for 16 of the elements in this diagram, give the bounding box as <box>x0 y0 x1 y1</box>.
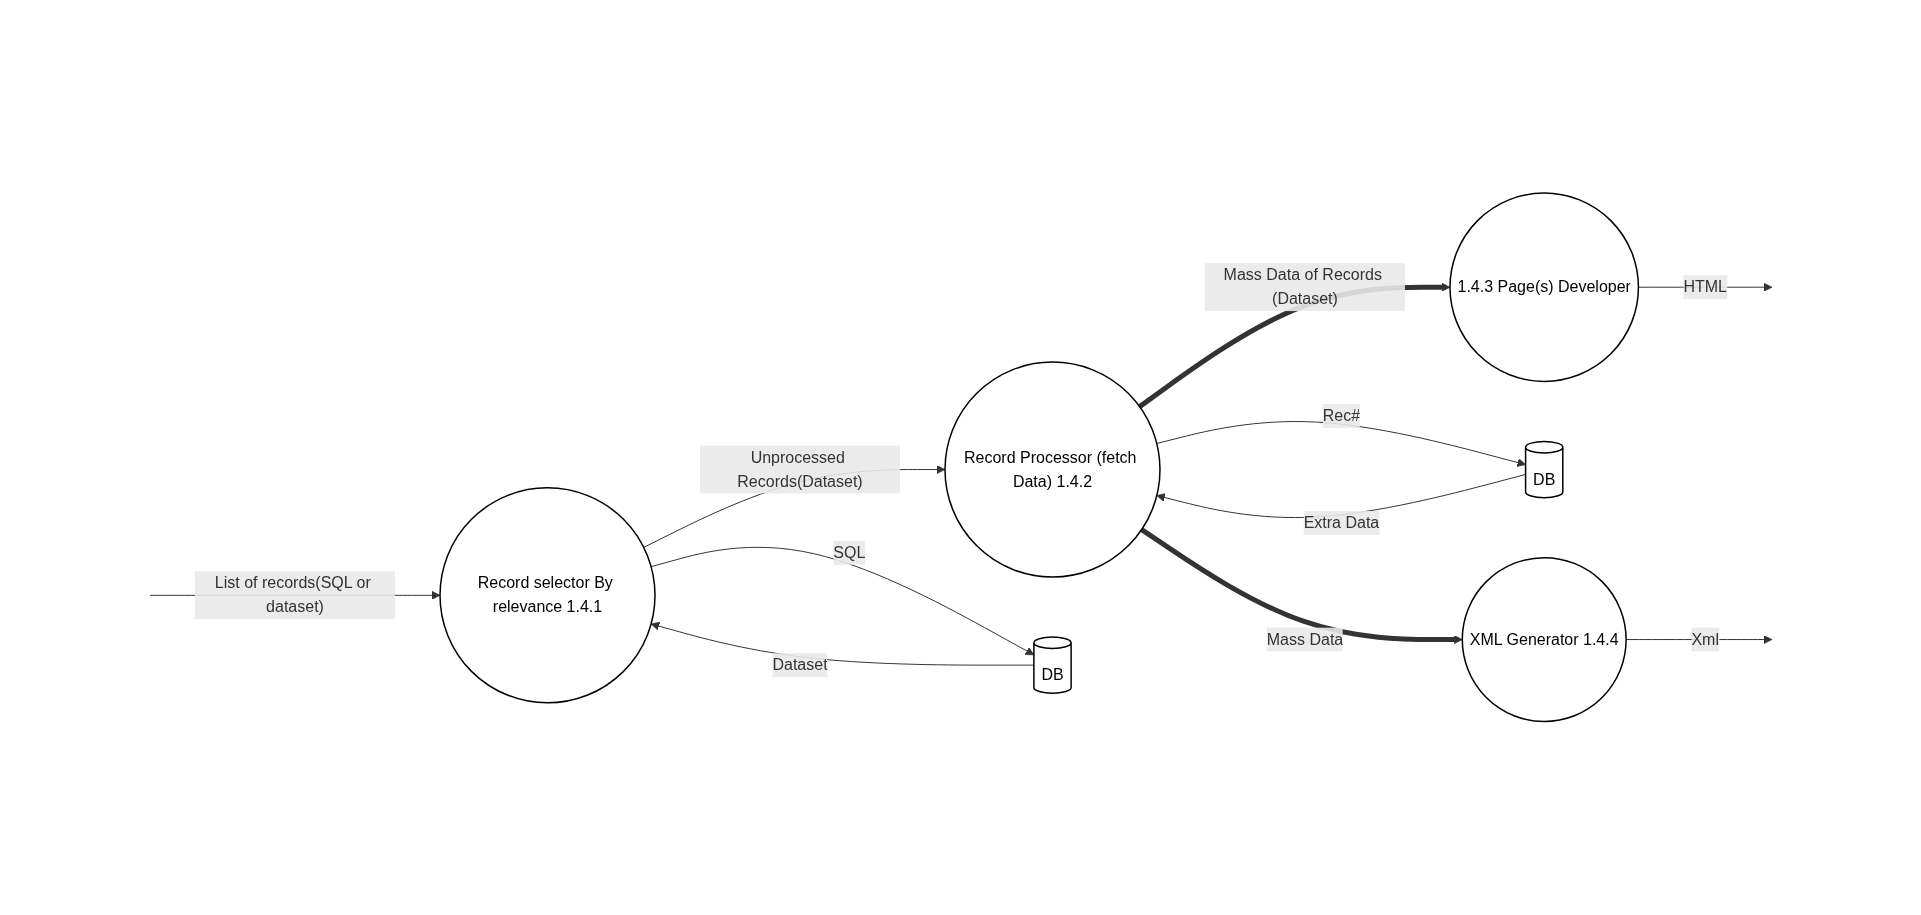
edge-label: Mass Data <box>1266 630 1343 648</box>
edge-label: Extra Data <box>1303 514 1379 532</box>
edge-label: Mass Data of Records (Dataset) <box>1223 266 1382 308</box>
edge-label: Dataset <box>771 656 828 674</box>
edge-label: HTML <box>1682 278 1727 296</box>
edge-label: Unprocessed Records(Dataset) <box>736 448 863 490</box>
node-circle: Record selector By relevance 1.4.1 <box>438 487 656 704</box>
arrow <box>650 547 1034 656</box>
node-circle: Record Processor (fetch Data) 1.4.2 <box>943 361 1161 579</box>
edge-label: Rec# <box>1322 407 1360 425</box>
edge-label: SQL <box>832 544 865 562</box>
node-circle: XML Generator 1.4.4 <box>1461 557 1627 723</box>
edge-label: Xml <box>1690 630 1719 648</box>
node-circle: 1.4.3 Page(s) Developer <box>1448 192 1639 383</box>
arrow <box>1155 421 1526 468</box>
edge-label: List of records(SQL or dataset) <box>214 574 371 616</box>
